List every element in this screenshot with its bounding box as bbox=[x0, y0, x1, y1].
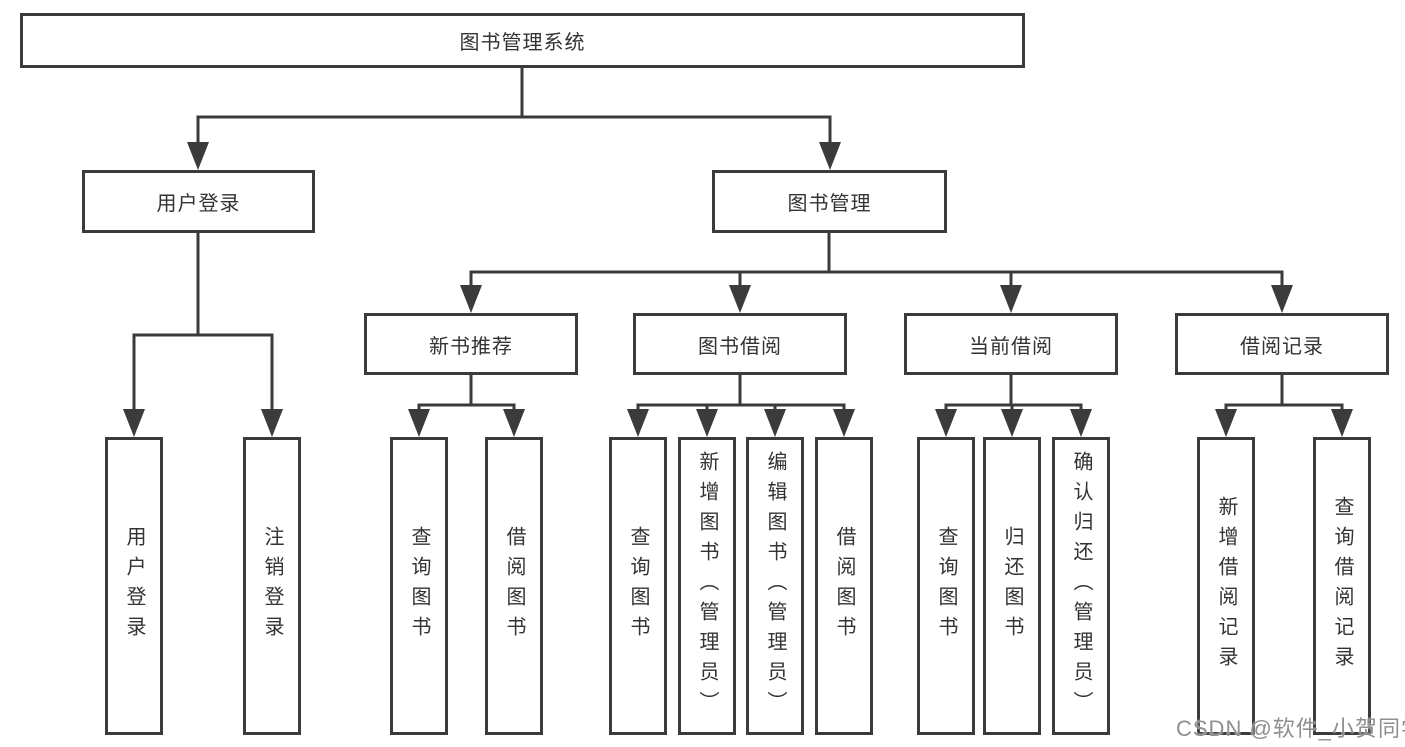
node-leaf-add-borrow-record: 新增借阅记录 bbox=[1197, 437, 1255, 735]
node-leaf-edit-book-admin-label: 编辑图书（管理员） bbox=[764, 451, 786, 721]
node-current-borrowing-label: 当前借阅 bbox=[969, 335, 1053, 358]
node-leaf-query-books-borrowing-label: 查询图书 bbox=[627, 526, 649, 646]
node-leaf-logout-label: 注销登录 bbox=[261, 526, 283, 646]
csdn-watermark: CSDN @软件_小贺同学 bbox=[1176, 716, 1405, 741]
node-leaf-confirm-return-admin: 确认归还（管理员） bbox=[1052, 437, 1110, 735]
node-book-borrowing-label: 图书借阅 bbox=[698, 335, 782, 358]
node-leaf-query-borrow-record-label: 查询借阅记录 bbox=[1331, 496, 1353, 676]
node-leaf-add-borrow-record-label: 新增借阅记录 bbox=[1215, 496, 1237, 676]
node-leaf-query-books-current: 查询图书 bbox=[917, 437, 975, 735]
node-leaf-confirm-return-admin-label: 确认归还（管理员） bbox=[1070, 451, 1092, 721]
node-user-login: 用户登录 bbox=[82, 170, 315, 233]
node-root-label: 图书管理系统 bbox=[459, 32, 586, 54]
tree-edges bbox=[132, 66, 1344, 413]
node-leaf-query-books-recommend-label: 查询图书 bbox=[408, 526, 430, 646]
node-leaf-return-book: 归还图书 bbox=[983, 437, 1041, 735]
node-leaf-add-book-admin-label: 新增图书（管理员） bbox=[696, 451, 718, 721]
node-new-book-recommendation: 新书推荐 bbox=[364, 313, 578, 375]
node-leaf-query-books-borrowing: 查询图书 bbox=[609, 437, 667, 735]
node-leaf-borrow-books-recommend: 借阅图书 bbox=[485, 437, 543, 735]
node-leaf-borrow-books-borrowing-label: 借阅图书 bbox=[833, 526, 855, 646]
node-user-login-label: 用户登录 bbox=[156, 193, 241, 215]
node-leaf-add-book-admin: 新增图书（管理员） bbox=[678, 437, 736, 735]
node-leaf-edit-book-admin: 编辑图书（管理员） bbox=[746, 437, 804, 735]
node-root: 图书管理系统 bbox=[20, 13, 1025, 68]
node-leaf-borrow-books-borrowing: 借阅图书 bbox=[815, 437, 873, 735]
node-leaf-logout: 注销登录 bbox=[243, 437, 301, 735]
node-book-borrowing: 图书借阅 bbox=[633, 313, 847, 375]
node-new-book-recommendation-label: 新书推荐 bbox=[429, 335, 513, 358]
node-leaf-user-login: 用户登录 bbox=[105, 437, 163, 735]
arrowheads bbox=[123, 142, 1353, 437]
node-leaf-query-borrow-record: 查询借阅记录 bbox=[1313, 437, 1371, 735]
node-current-borrowing: 当前借阅 bbox=[904, 313, 1118, 375]
node-leaf-borrow-books-recommend-label: 借阅图书 bbox=[503, 526, 525, 646]
node-leaf-user-login-label: 用户登录 bbox=[123, 526, 145, 646]
node-book-management: 图书管理 bbox=[712, 170, 947, 233]
node-book-management-label: 图书管理 bbox=[787, 193, 872, 215]
node-leaf-query-books-recommend: 查询图书 bbox=[390, 437, 448, 735]
node-borrowing-records: 借阅记录 bbox=[1175, 313, 1389, 375]
node-leaf-query-books-current-label: 查询图书 bbox=[935, 526, 957, 646]
node-borrowing-records-label: 借阅记录 bbox=[1240, 335, 1324, 358]
node-leaf-return-book-label: 归还图书 bbox=[1001, 526, 1023, 646]
